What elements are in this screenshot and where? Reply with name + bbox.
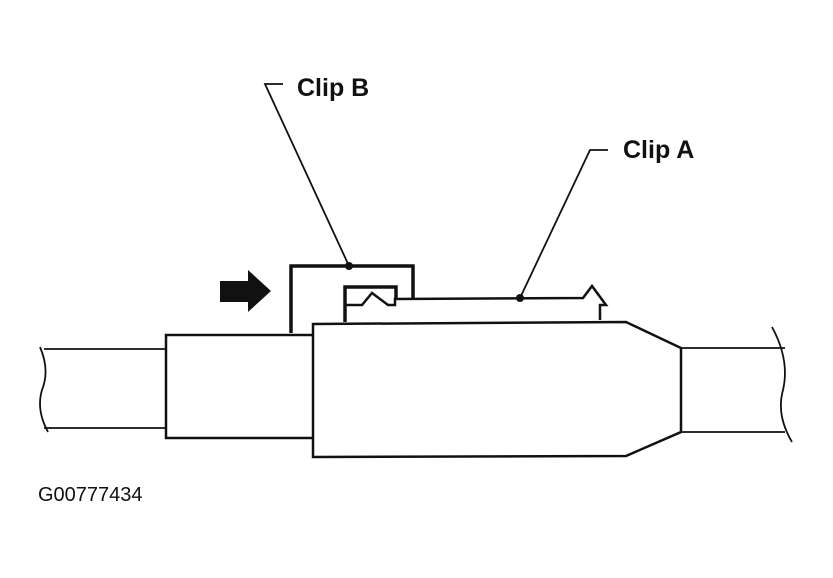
leader-clip-a: [516, 149, 608, 302]
right-pipe: [681, 326, 793, 443]
arrow-right-icon: [220, 270, 271, 312]
clip-a: [343, 283, 609, 322]
leader-clip-b: [263, 83, 353, 270]
connector-body: [311, 320, 683, 459]
figure-id: G00777434: [38, 484, 143, 506]
clip-b-label: Clip B: [297, 74, 369, 102]
clip-a-label: Clip A: [623, 136, 694, 164]
left-pipe: [39, 346, 166, 433]
left-collar: [164, 333, 318, 440]
